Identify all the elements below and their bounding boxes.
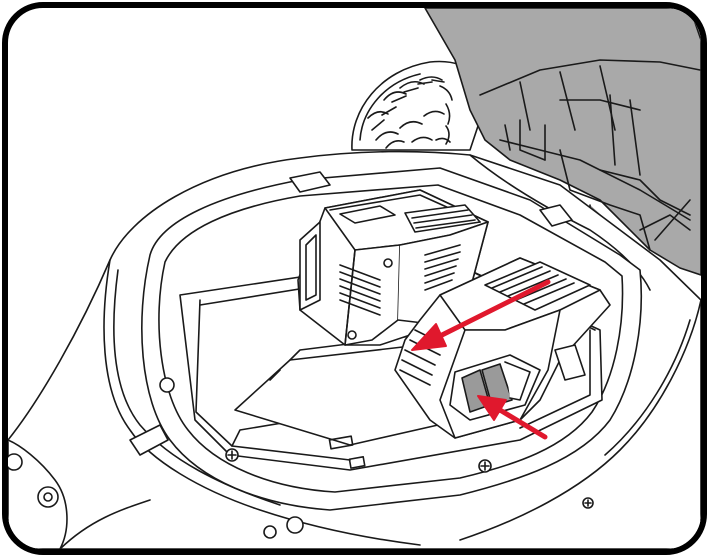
insert-arrow-icon-1 bbox=[411, 279, 551, 351]
screw-icons bbox=[8, 377, 594, 539]
insert-arrow-icon-2 bbox=[477, 395, 548, 440]
